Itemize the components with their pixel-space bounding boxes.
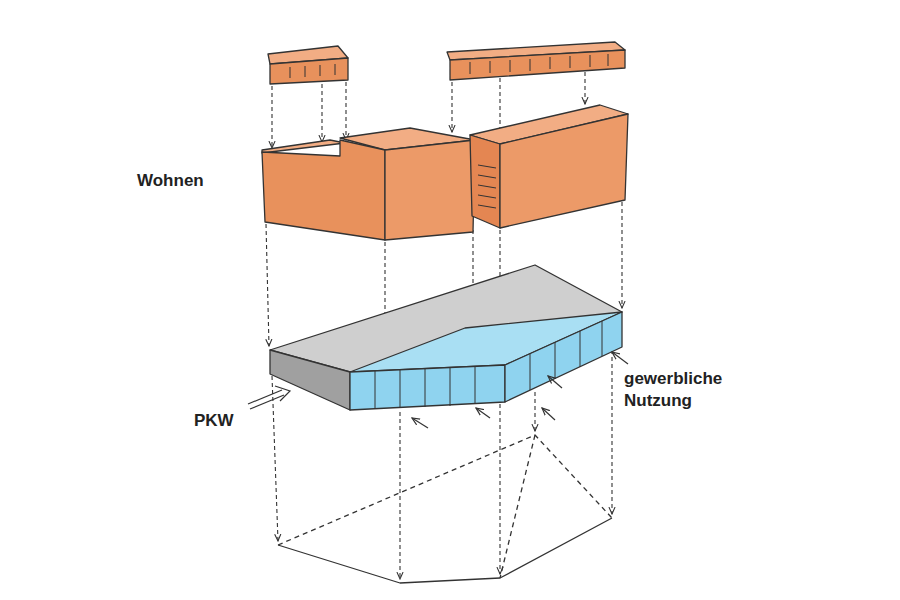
podium-slab bbox=[350, 365, 505, 410]
roof-block bbox=[268, 42, 625, 84]
ground-outline bbox=[278, 435, 612, 583]
use-label: gewerbliche Nutzung bbox=[624, 368, 754, 412]
access-label: PKW bbox=[194, 410, 234, 432]
podium-slab bbox=[425, 369, 426, 407]
podium-slab bbox=[530, 354, 531, 390]
projection-line bbox=[534, 392, 535, 431]
podium-slab bbox=[375, 321, 602, 409]
roof-block bbox=[550, 57, 551, 69]
housing-block bbox=[478, 165, 496, 168]
housing-block bbox=[478, 185, 496, 188]
projection-line bbox=[611, 350, 612, 514]
podium-slab bbox=[602, 321, 603, 356]
projection-line bbox=[272, 376, 278, 541]
access-arrow bbox=[412, 418, 428, 428]
podium-slab bbox=[475, 367, 476, 404]
housing-block bbox=[470, 135, 500, 228]
use-label: Wohnen bbox=[137, 170, 204, 192]
projection-line bbox=[621, 202, 622, 308]
housing-block bbox=[478, 205, 496, 208]
podium-slab bbox=[270, 350, 350, 410]
roof-block bbox=[270, 58, 348, 84]
housing-block bbox=[478, 195, 496, 198]
projection-line bbox=[399, 412, 400, 579]
access-arrow bbox=[412, 352, 628, 428]
projection-line bbox=[266, 224, 269, 346]
access-arrow bbox=[476, 408, 490, 418]
access-arrow bbox=[548, 376, 562, 388]
projection-line bbox=[499, 404, 500, 574]
roof-block bbox=[530, 59, 531, 71]
roof-block bbox=[608, 54, 609, 66]
podium-slab bbox=[505, 312, 622, 402]
projection-line bbox=[345, 82, 346, 140]
projection-line bbox=[451, 82, 452, 132]
car-access-arrow bbox=[275, 386, 290, 401]
roof-block bbox=[335, 64, 336, 75]
podium-slab bbox=[555, 342, 556, 378]
roof-block bbox=[490, 61, 491, 73]
ground-outline bbox=[500, 435, 535, 578]
roof-block bbox=[290, 67, 291, 78]
housing-block bbox=[262, 105, 628, 240]
podium-slab bbox=[580, 331, 581, 367]
housing-block bbox=[478, 165, 496, 208]
car-access-arrow bbox=[248, 390, 282, 404]
access-arrow bbox=[612, 352, 628, 364]
roof-block bbox=[450, 50, 625, 80]
ground-outline bbox=[278, 518, 612, 583]
access-arrow bbox=[542, 408, 555, 420]
roof-block bbox=[470, 62, 471, 74]
housing-block bbox=[262, 140, 345, 153]
podium-slab bbox=[450, 368, 451, 406]
roof-block bbox=[320, 65, 321, 76]
roof-block bbox=[510, 60, 511, 72]
podium-slab bbox=[400, 370, 401, 408]
roof-block bbox=[290, 54, 608, 78]
car-access-arrow bbox=[248, 386, 290, 409]
podium-slab bbox=[270, 265, 622, 410]
projection-line bbox=[321, 84, 322, 142]
projection-line bbox=[271, 86, 272, 148]
car-access-arrow bbox=[250, 395, 284, 409]
roof-block bbox=[570, 56, 571, 68]
housing-block bbox=[478, 175, 496, 178]
roof-block bbox=[590, 55, 591, 67]
ground-outline bbox=[278, 435, 612, 545]
housing-block bbox=[385, 140, 475, 240]
housing-block bbox=[262, 140, 385, 240]
projection-line bbox=[584, 72, 585, 104]
roof-block bbox=[305, 66, 306, 77]
podium-slab bbox=[375, 371, 376, 409]
housing-block bbox=[500, 114, 628, 228]
